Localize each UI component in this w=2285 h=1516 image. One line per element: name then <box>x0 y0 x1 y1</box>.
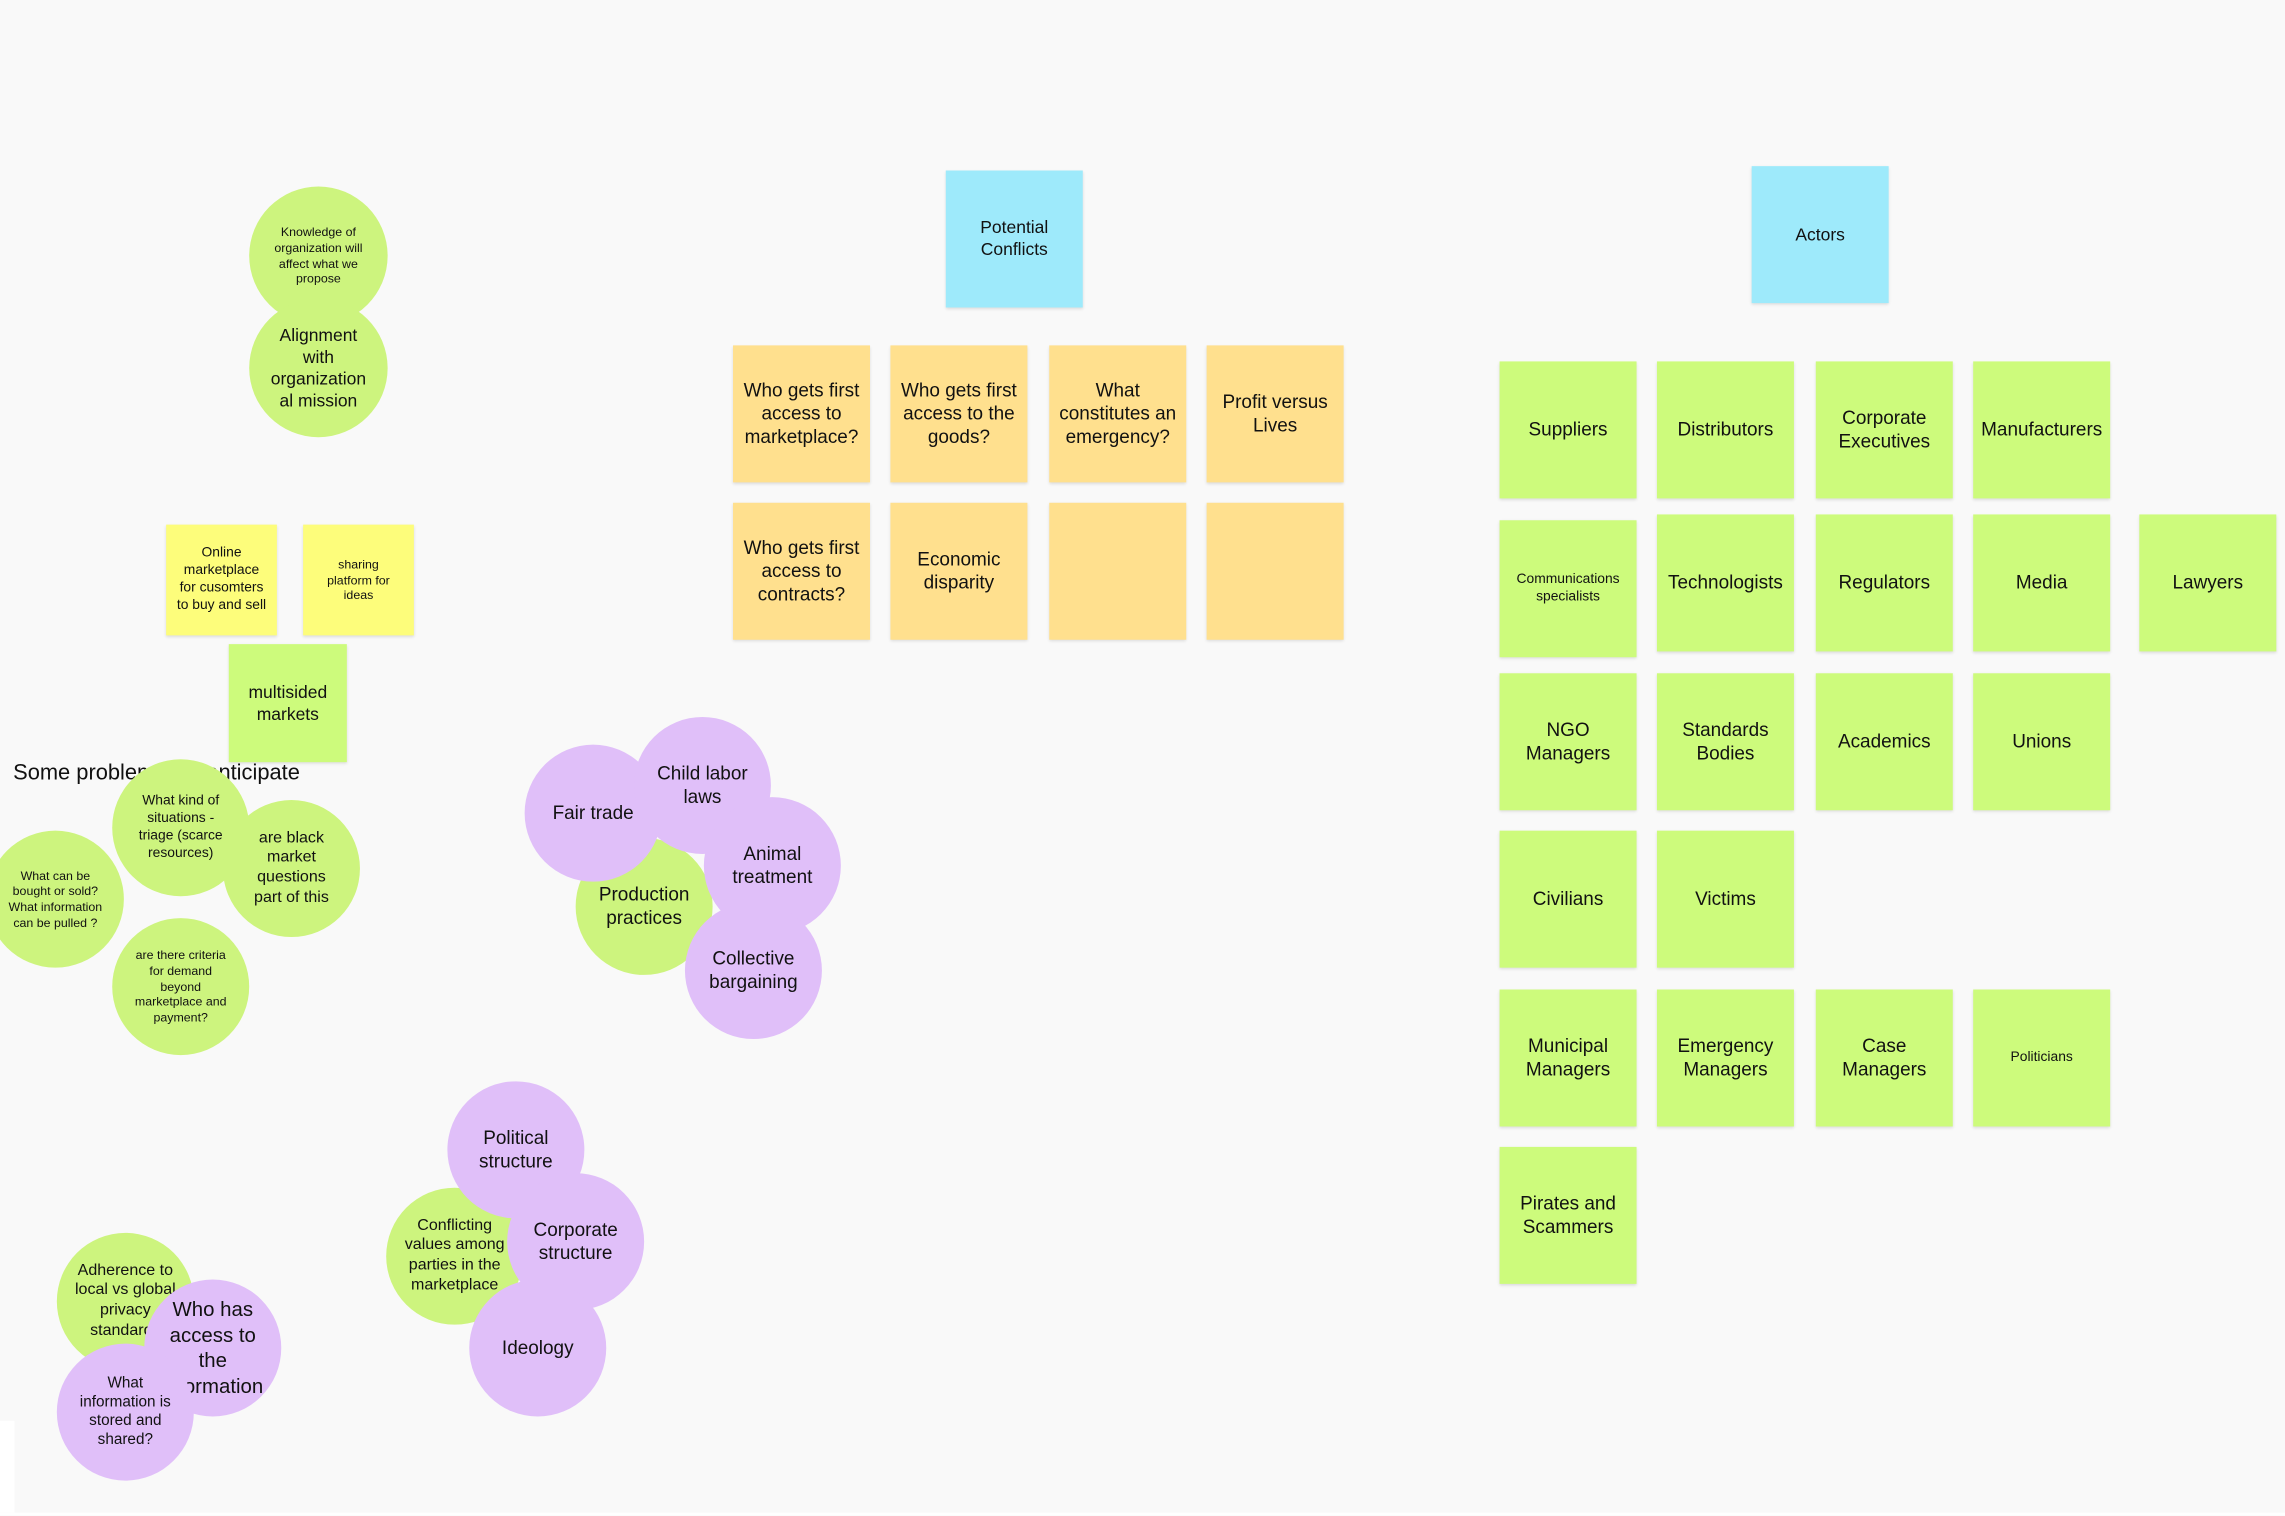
conflict-note-empty[interactable] <box>1049 502 1187 640</box>
actor-note[interactable]: Manufacturers <box>1973 361 2111 499</box>
actors-title: Actors <box>1795 223 1845 245</box>
actor-note-text: Communications specialists <box>1516 571 1620 605</box>
actor-note-text: Emergency Managers <box>1677 1034 1774 1080</box>
conflict-note[interactable]: Who gets first access to contracts? <box>733 502 871 640</box>
conflict-note[interactable]: Profit versus Lives <box>1206 345 1344 483</box>
actor-note[interactable]: Politicians <box>1973 989 2111 1127</box>
actor-note[interactable]: Technologists <box>1656 514 1794 652</box>
circle-text: Adherence to local vs global privacy sta… <box>74 1261 176 1339</box>
circle-alignment-mission[interactable]: Alignment with organization al mission <box>249 298 388 438</box>
actor-note-text: Distributors <box>1677 418 1774 440</box>
circle-demand-criteria[interactable]: are there criteria for demand beyond mar… <box>112 918 250 1056</box>
actor-note[interactable]: Case Managers <box>1815 989 1953 1127</box>
circle-ideology[interactable]: Ideology <box>469 1279 607 1417</box>
circle-text: Ideology <box>501 1336 574 1359</box>
circle-text: Conflicting values among parties in the … <box>404 1216 505 1294</box>
conflict-note[interactable]: What constitutes an emergency? <box>1049 345 1187 483</box>
conflict-note-text: Who gets first access to marketplace? <box>743 378 860 448</box>
actor-note-text: Civilians <box>1532 887 1604 910</box>
actor-note[interactable]: Communications specialists <box>1499 520 1637 658</box>
note-text: multisided markets <box>248 681 328 724</box>
actor-note[interactable]: Unions <box>1973 673 2111 811</box>
circle-text: What can be bought or sold? What informa… <box>8 868 103 930</box>
actor-note[interactable]: Lawyers <box>2139 514 2277 652</box>
circle-text: Alignment with organization al mission <box>270 324 367 411</box>
actor-note-text: Manufacturers <box>1981 418 2103 440</box>
circle-text: Production practices <box>598 882 690 929</box>
actor-note-text: Unions <box>2012 729 2072 752</box>
actor-note-text: Suppliers <box>1528 418 1608 440</box>
circle-who-has-access[interactable]: Who has access to the information <box>144 1279 282 1417</box>
canvas-edge-left <box>0 1420 15 1513</box>
circle-animal-treatment[interactable]: Animal treatment <box>703 797 841 935</box>
actor-note[interactable]: Municipal Managers <box>1499 989 1637 1127</box>
conflict-note-text: Economic disparity <box>917 547 1001 594</box>
actor-note-text: Media <box>2015 571 2068 593</box>
conflict-note[interactable]: Who gets first access to the goods? <box>890 345 1028 483</box>
note-online-marketplace[interactable]: Online marketplace for cusomters to buy … <box>166 524 277 636</box>
actor-note-text: NGO Managers <box>1525 718 1611 764</box>
circle-bought-or-sold[interactable]: What can be bought or sold? What informa… <box>0 830 124 968</box>
actor-note-text: Victims <box>1695 887 1756 910</box>
actor-note[interactable]: Emergency Managers <box>1656 989 1794 1127</box>
conflict-note-text: What constitutes an emergency? <box>1059 378 1177 448</box>
circle-text: are black market questions part of this <box>254 828 329 907</box>
actor-note[interactable]: Academics <box>1815 673 1953 811</box>
conflict-note-text: Who gets first access to the goods? <box>900 378 1017 448</box>
actor-note-text: Politicians <box>2010 1049 2073 1066</box>
circle-text: Fair trade <box>552 801 634 824</box>
actor-note[interactable]: Media <box>1973 514 2111 652</box>
actor-note-text: Standards Bodies <box>1682 718 1769 764</box>
actor-note[interactable]: Pirates and Scammers <box>1499 1146 1637 1284</box>
circle-text: Corporate structure <box>533 1217 618 1264</box>
actor-note[interactable]: NGO Managers <box>1499 673 1637 811</box>
actor-note-text: Pirates and Scammers <box>1520 1191 1616 1238</box>
actor-note-text: Technologists <box>1668 571 1783 593</box>
circle-text: Animal treatment <box>732 841 813 888</box>
circle-collective-bargaining[interactable]: Collective bargaining <box>684 902 822 1040</box>
note-text: sharing platform for ideas <box>327 556 390 603</box>
actor-note[interactable]: Standards Bodies <box>1656 673 1794 811</box>
circle-text: What information is stored and shared? <box>79 1373 171 1449</box>
conflict-note-text: Profit versus Lives <box>1222 390 1328 436</box>
note-multisided-markets[interactable]: multisided markets <box>228 644 347 763</box>
note-text: Online marketplace for cusomters to buy … <box>176 545 267 614</box>
potential-conflicts-header[interactable]: Potential Conflicts <box>945 170 1083 308</box>
actor-note-text: Lawyers <box>2172 571 2244 593</box>
conflict-note-text: Who gets first access to contracts? <box>743 535 860 605</box>
circle-text: What kind of situations - triage (scarce… <box>138 793 223 862</box>
circle-text: are there criteria for demand beyond mar… <box>134 947 227 1025</box>
circle-text: Knowledge of organization will affect wh… <box>274 224 363 286</box>
canvas-edge-bottom <box>0 1512 2285 1516</box>
actor-note[interactable]: Corporate Executives <box>1815 361 1953 499</box>
circle-black-market[interactable]: are black market questions part of this <box>222 800 360 938</box>
conflict-note-empty[interactable] <box>1206 502 1344 640</box>
actor-note[interactable]: Suppliers <box>1499 361 1637 499</box>
conflict-note[interactable]: Who gets first access to marketplace? <box>733 345 871 483</box>
circle-information-stored[interactable]: What information is stored and shared? <box>56 1343 194 1481</box>
actor-note[interactable]: Civilians <box>1499 830 1637 968</box>
actor-note-text: Academics <box>1837 729 1931 752</box>
actor-note[interactable]: Distributors <box>1656 361 1794 499</box>
actor-note-text: Regulators <box>1838 571 1931 593</box>
actor-note-text: Case Managers <box>1842 1034 1927 1080</box>
circle-text: Who has access to the information <box>162 1296 264 1397</box>
actors-header[interactable]: Actors <box>1751 166 1889 304</box>
note-sharing-platform[interactable]: sharing platform for ideas <box>303 524 414 636</box>
actor-note-text: Corporate Executives <box>1838 406 1931 452</box>
actor-note-text: Municipal Managers <box>1525 1034 1611 1080</box>
circle-text: Political structure <box>479 1126 553 1172</box>
actor-note[interactable]: Regulators <box>1815 514 1953 652</box>
actor-note[interactable]: Victims <box>1656 830 1794 968</box>
circle-text: Child labor laws <box>657 761 748 808</box>
conflict-note[interactable]: Economic disparity <box>890 502 1028 640</box>
potential-conflicts-title: Potential Conflicts <box>980 217 1049 260</box>
circle-text: Collective bargaining <box>709 946 798 993</box>
